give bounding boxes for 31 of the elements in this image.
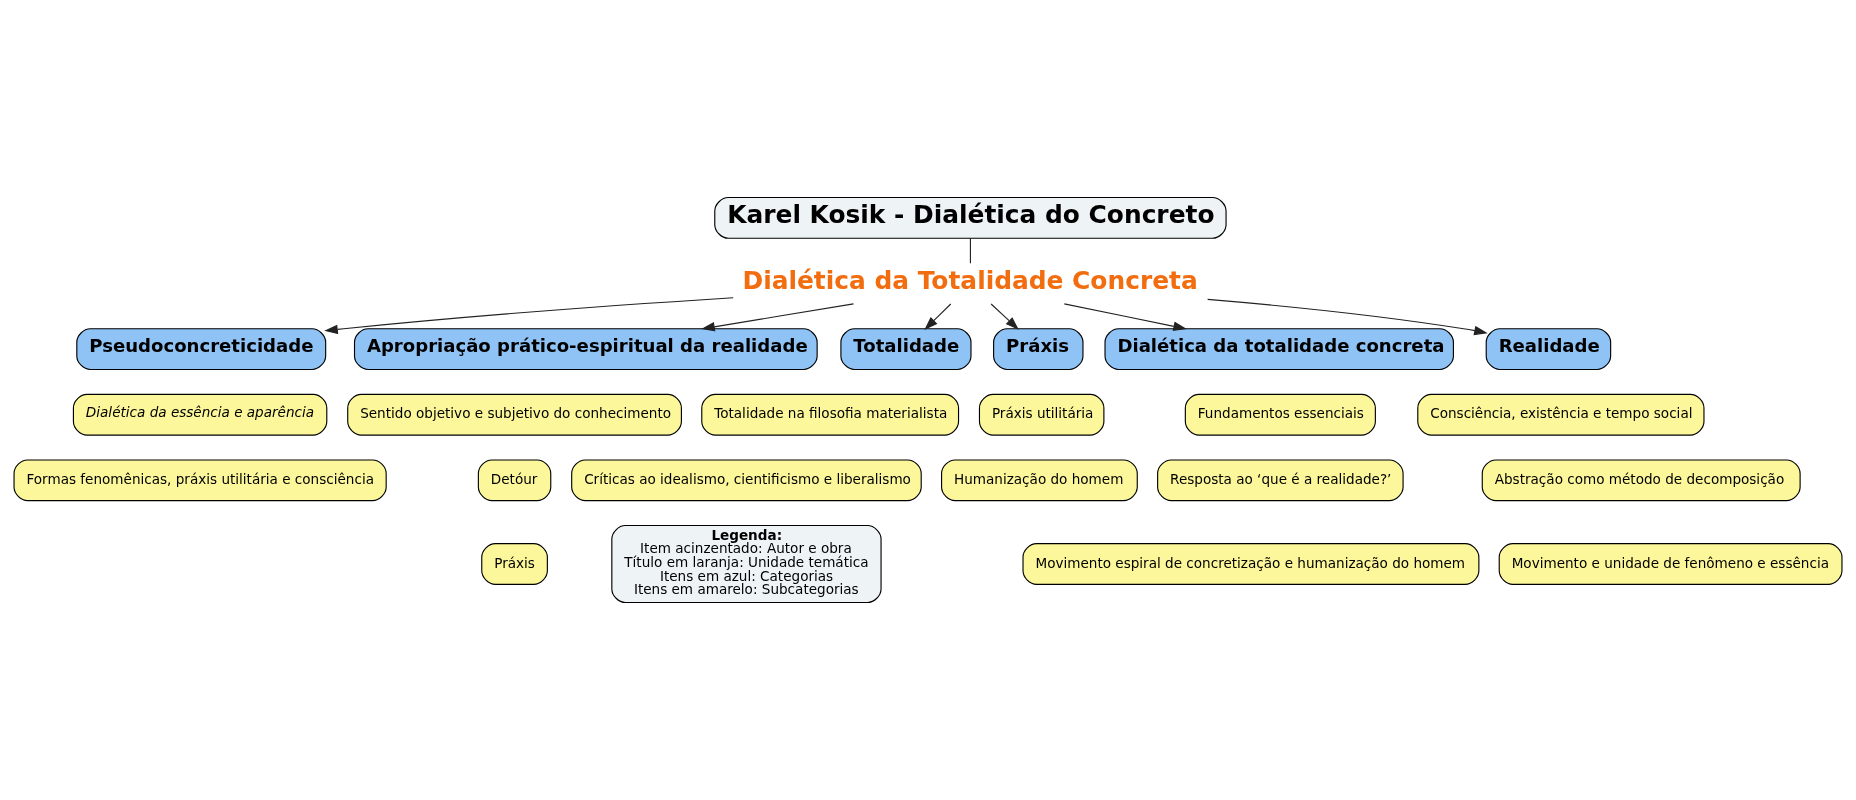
node-box: Críticas ao idealismo, cientificismo e liberalismo	[571, 459, 922, 502]
node-box: Realidade	[1485, 328, 1612, 371]
arrow	[990, 303, 1019, 330]
arrow	[924, 303, 952, 330]
node-box: Consciência, existência e tempo social	[1417, 393, 1705, 436]
node-box: Resposta ao ‘que é a realidade?’	[1157, 459, 1404, 502]
arrow	[1207, 298, 1488, 336]
node-box: Fundamentos essenciais	[1184, 393, 1376, 436]
node-box: Práxis	[481, 543, 548, 585]
node-box: Detóur	[477, 459, 552, 502]
node-box: Totalidade na filosofia materialista	[701, 393, 960, 436]
arrow	[324, 297, 734, 335]
node-box: Abstração como método de decomposição	[1481, 459, 1801, 502]
node-box: Sentido objetivo e subjetivo do conhecimento	[347, 393, 682, 436]
node-box: Práxis	[993, 328, 1084, 371]
node-box: Dialética da totalidade concreta	[1104, 328, 1454, 371]
node-box: Apropriação prático-espiritual da realidade	[353, 328, 818, 371]
node-box: Karel Kosik - Dialética do Concreto	[714, 196, 1227, 239]
connector	[969, 237, 971, 264]
node-box: Totalidade	[840, 328, 972, 371]
node-box: Legenda: Item acinzentado: Autor e obra Título em laranja: Unidade temática Itens em azul: Categorias Itens em amarelo: Subcategorias	[611, 525, 882, 604]
node-box: Práxis utilitária	[978, 393, 1105, 436]
node-text: Dialética da Totalidade Concreta	[742, 265, 1198, 295]
node-box: Dialética da essência e aparência	[72, 393, 328, 436]
node-box: Movimento espiral de concretização e humanização do homem	[1022, 543, 1480, 585]
arrow	[701, 303, 855, 332]
node-box: Pseudoconcreticidade	[76, 328, 327, 371]
node-box: Movimento e unidade de fenômeno e essência	[1498, 543, 1843, 585]
node-box: Humanização do homem	[941, 459, 1138, 502]
arrow	[1063, 303, 1187, 331]
node-box: Formas fenomênicas, práxis utilitária e consciência	[13, 459, 387, 502]
